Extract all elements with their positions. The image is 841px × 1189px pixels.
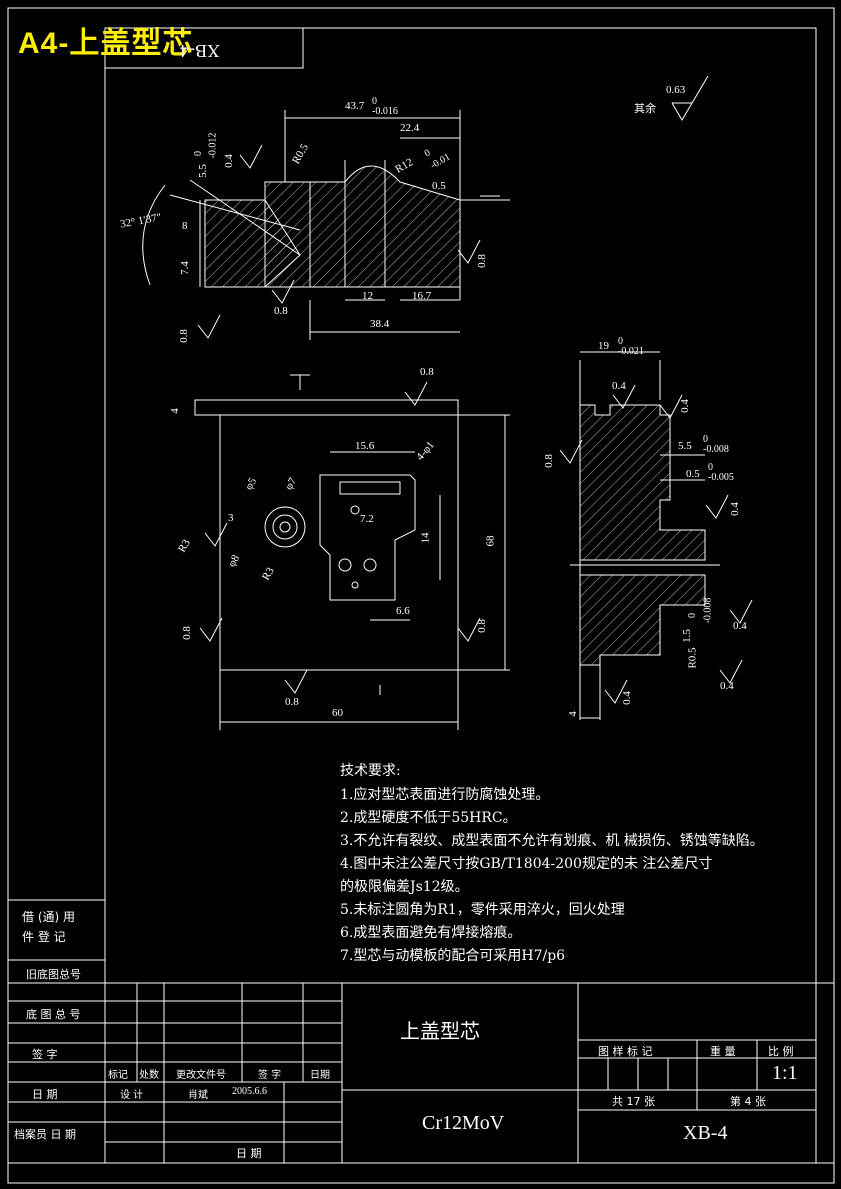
ra-0-8-left: 0.8 <box>180 626 193 640</box>
dim-22-4: 22.4 <box>400 122 420 134</box>
dim-1-5-tol-top: 0 <box>687 613 698 618</box>
dim-7-4: 7.4 <box>178 261 191 275</box>
section-view-1 <box>142 110 510 340</box>
tech-item-2: 2.成型硬度不低于55HRC。 <box>340 810 517 826</box>
dim-6-6: 6.6 <box>396 605 410 617</box>
di-zhang: 第 4 张 <box>730 1095 766 1108</box>
dim-5-5: 5.5 <box>196 164 209 178</box>
dim-4-b: 4 <box>566 711 579 717</box>
tuyang-label: 图 样 标 记 <box>598 1045 653 1058</box>
dim-12: 12 <box>362 290 373 302</box>
section-view-2 <box>559 351 753 720</box>
dim-8: 8 <box>182 220 188 232</box>
dim-5-5-tol-top: 0 <box>193 151 204 156</box>
ra-0-8-c: 0.8 <box>177 329 190 343</box>
ra-0-4-c: 0.4 <box>678 399 691 413</box>
jiu-di-tu-label: 旧底图总号 <box>26 968 81 981</box>
dim-0-5-b: 0.5 <box>686 468 700 480</box>
tech-item-7: 7.型芯与动模板的配合可采用H7/p6 <box>340 948 566 964</box>
dim-4: 4 <box>168 408 181 414</box>
dim-19-tol-top: 0 <box>618 336 623 347</box>
ra-0-4-a: 0.4 <box>222 154 235 168</box>
dim-68: 68 <box>484 535 497 547</box>
dim-1-5-tol-bot: -0.008 <box>702 597 714 624</box>
dim-19-tol-bot: -0.021 <box>618 346 644 357</box>
dim-0-5: 0.5 <box>432 180 446 192</box>
outer-frame <box>7 7 835 1184</box>
header-chushu: 处数 <box>139 1070 159 1081</box>
dim-15-6: 15.6 <box>355 440 375 452</box>
di-tu-label: 底 图 总 号 <box>26 1008 81 1021</box>
dim-7-2: 7.2 <box>360 513 374 525</box>
dim-16-7: 16.7 <box>412 290 432 302</box>
top-view <box>194 374 510 730</box>
ra-0-4-b: 0.4 <box>612 380 626 392</box>
ra-0-4-d: 0.4 <box>728 502 741 516</box>
dim-5-5-b: 5.5 <box>678 440 692 452</box>
dim-r0-5-b: R0.5 <box>686 647 699 669</box>
gong-zhang: 共 17 张 <box>612 1095 655 1108</box>
dim-1-5: 1.5 <box>680 629 693 643</box>
dim-19: 19 <box>598 340 609 352</box>
ri-qi-left: 日 期 <box>32 1088 58 1101</box>
design-date: 2005.6.6 <box>232 1086 267 1097</box>
ra-0-4-f: 0.4 <box>720 680 734 692</box>
title-block-lines <box>7 982 835 1164</box>
jie-tong-line-1: 借 (通) 用 <box>22 910 75 924</box>
drawing-banner: A4-上盖型芯 <box>18 27 194 60</box>
bili-label: 比 例 <box>768 1045 794 1058</box>
ra-0-8-top: 0.8 <box>420 366 434 378</box>
dim-14: 14 <box>419 532 432 544</box>
ra-0-4-e: 0.4 <box>733 620 747 632</box>
tech-item-6: 6.成型表面避免有焊接熔痕。 <box>340 925 522 941</box>
designer-name: 肖斌 <box>188 1090 208 1101</box>
dim-43-7: 43.7 <box>345 100 365 112</box>
dim-0-5-b-tol-bot: -0.005 <box>708 472 734 483</box>
dim-43-7-tol-bot: -0.016 <box>372 106 398 117</box>
roughness-symbol-other <box>671 75 709 121</box>
dim-5-5-tol-bot: -0.012 <box>207 132 219 159</box>
tech-item-4-cont: 的极限偏差Js12级。 <box>340 879 469 895</box>
roughness-other-label: 其余 <box>634 103 656 115</box>
riqi-bottom: 日 期 <box>236 1147 262 1160</box>
roughness-other-value: 0.63 <box>666 84 686 96</box>
dim-5-5-b-tol-bot: -0.008 <box>703 444 729 455</box>
dim-60: 60 <box>332 707 343 719</box>
header-gengai: 更改文件号 <box>176 1070 226 1081</box>
dim-3: 3 <box>228 512 234 524</box>
dim-43-7-tol-top: 0 <box>372 96 377 107</box>
ra-0-4-g: 0.4 <box>620 691 633 705</box>
tech-item-3: 3.不允许有裂纹、成型表面不允许有划痕、机 械损伤、锈蚀等缺陷。 <box>340 833 764 849</box>
code-rotated: XB-4 <box>180 41 220 61</box>
header-qianzi: 签 字 <box>258 1070 282 1081</box>
dim-38-4: 38.4 <box>370 318 390 330</box>
tech-title: 技术要求: <box>340 763 401 779</box>
ra-0-8-a: 0.8 <box>274 305 288 317</box>
qian-zi-left: 签 字 <box>32 1048 58 1061</box>
ra-0-8-s: 0.8 <box>542 454 555 468</box>
jie-tong-line-2: 件 登 记 <box>22 930 66 944</box>
ra-0-8-b: 0.8 <box>475 254 488 268</box>
zhongliang-label: 重 量 <box>710 1045 736 1058</box>
code-box <box>104 27 304 69</box>
dim-5-5-b-tol-top: 0 <box>703 434 708 445</box>
scale-value: 1:1 <box>772 1062 798 1084</box>
tech-item-1: 1.应对型芯表面进行防腐蚀处理。 <box>340 787 550 803</box>
part-name: 上盖型芯 <box>400 1019 480 1043</box>
design-label: 设 计 <box>120 1090 144 1101</box>
header-biaoji: 标记 <box>108 1070 128 1081</box>
material: Cr12MoV <box>422 1112 505 1134</box>
ra-0-8-bottom: 0.8 <box>285 696 299 708</box>
ra-0-8-right: 0.8 <box>475 619 488 633</box>
tech-item-5: 5.未标注圆角为R1，零件采用淬火，回火处理 <box>340 902 625 918</box>
drawing-number: XB-4 <box>683 1122 728 1144</box>
header-riqi: 日期 <box>310 1070 330 1081</box>
dang-an-label: 档案员 日 期 <box>14 1128 76 1141</box>
dim-0-5-b-tol-top: 0 <box>708 462 713 473</box>
tech-item-4: 4.图中未注公差尺寸按GB/T1804-200规定的未 注公差尺寸 <box>340 856 713 872</box>
